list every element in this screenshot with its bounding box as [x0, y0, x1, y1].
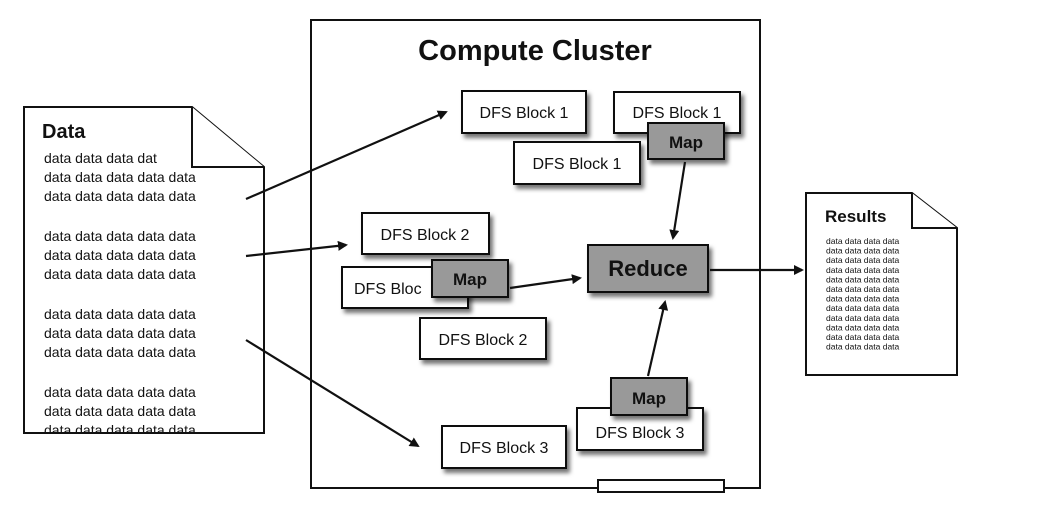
- data-doc-line: data data data data data: [44, 403, 196, 419]
- data-doc-line: data data data data data: [44, 169, 196, 185]
- data-doc-title: Data: [42, 121, 86, 143]
- arrow-data-to-block1: [245, 110, 448, 201]
- map-box-2: [431, 259, 509, 298]
- arrow-map1-to-reduce: [669, 161, 687, 240]
- cluster-title: Compute Cluster: [418, 35, 652, 67]
- arrow-data-to-block2: [245, 240, 348, 258]
- results-doc-line: data data data data: [826, 342, 900, 352]
- results-doc-line: data data data data: [826, 265, 900, 275]
- results-doc-line: data data data data: [826, 332, 900, 342]
- data-doc-lines: data data data dat data data data data da…: [44, 150, 196, 438]
- results-doc-line: data data data data: [826, 236, 900, 246]
- dfs-block-2c: [419, 317, 547, 360]
- results-doc-fold: [911, 193, 957, 229]
- block-partial-bottom: [597, 479, 725, 493]
- reduce-label: Reduce: [608, 256, 687, 281]
- dfs-block-3a-label: DFS Block 3: [460, 440, 549, 457]
- results-doc-line: data data data data: [826, 322, 900, 332]
- reduce-box: [587, 244, 709, 293]
- map-label-3: Map: [632, 389, 666, 408]
- data-doc-line: data data data data data: [44, 228, 196, 244]
- dfs-block-1c-label: DFS Block 1: [533, 156, 622, 173]
- dfs-block-2c-label: DFS Block 2: [439, 332, 528, 349]
- data-doc-line: data data data data data: [44, 422, 196, 438]
- results-doc-line: data data data data: [826, 303, 900, 313]
- map-label-1: Map: [669, 133, 703, 152]
- results-doc-line: data data data data: [826, 255, 900, 265]
- dfs-block-3b-label: DFS Block 3: [596, 425, 685, 442]
- data-doc-line: data data data data data: [44, 325, 196, 341]
- results-doc-line: data data data data: [826, 274, 900, 284]
- results-doc-page: [805, 192, 958, 376]
- dfs-block-2b-label: DFS Bloc: [354, 281, 422, 298]
- data-doc-line: data data data data data: [44, 306, 196, 322]
- dfs-block-1a-label: DFS Block 1: [480, 105, 569, 122]
- data-doc-line: data data data data data: [44, 188, 196, 204]
- results-doc-title: Results: [825, 207, 886, 226]
- data-doc-fold: [191, 107, 264, 168]
- results-doc-line: data data data data: [826, 284, 900, 294]
- dfs-block-2a: [361, 212, 490, 255]
- dfs-block-1c: [513, 141, 641, 185]
- arrow-data-to-block3: [245, 339, 420, 448]
- map-box-3: [610, 377, 688, 416]
- results-doc-line: data data data data: [826, 313, 900, 323]
- data-doc-line: data data data data data: [44, 384, 196, 400]
- map-box-1: [647, 122, 725, 160]
- data-doc-line: data data data dat: [44, 150, 157, 166]
- data-doc-page: [23, 106, 265, 434]
- map-label-2: Map: [453, 270, 487, 289]
- data-doc-line: data data data data data: [44, 344, 196, 360]
- dfs-block-2a-label: DFS Block 2: [381, 227, 470, 244]
- results-doc-line: data data data data: [826, 246, 900, 256]
- results-doc-line: data data data data: [826, 294, 900, 304]
- dfs-block-1a: [461, 90, 587, 134]
- arrow-map3-to-reduce: [646, 300, 669, 377]
- dfs-block-3a: [441, 425, 567, 469]
- data-doc-line: data data data data data: [44, 266, 196, 282]
- data-doc-line: data data data data data: [44, 247, 196, 263]
- dfs-block-1b-label: DFS Block 1: [633, 105, 722, 122]
- arrow-map2-to-reduce: [509, 274, 582, 290]
